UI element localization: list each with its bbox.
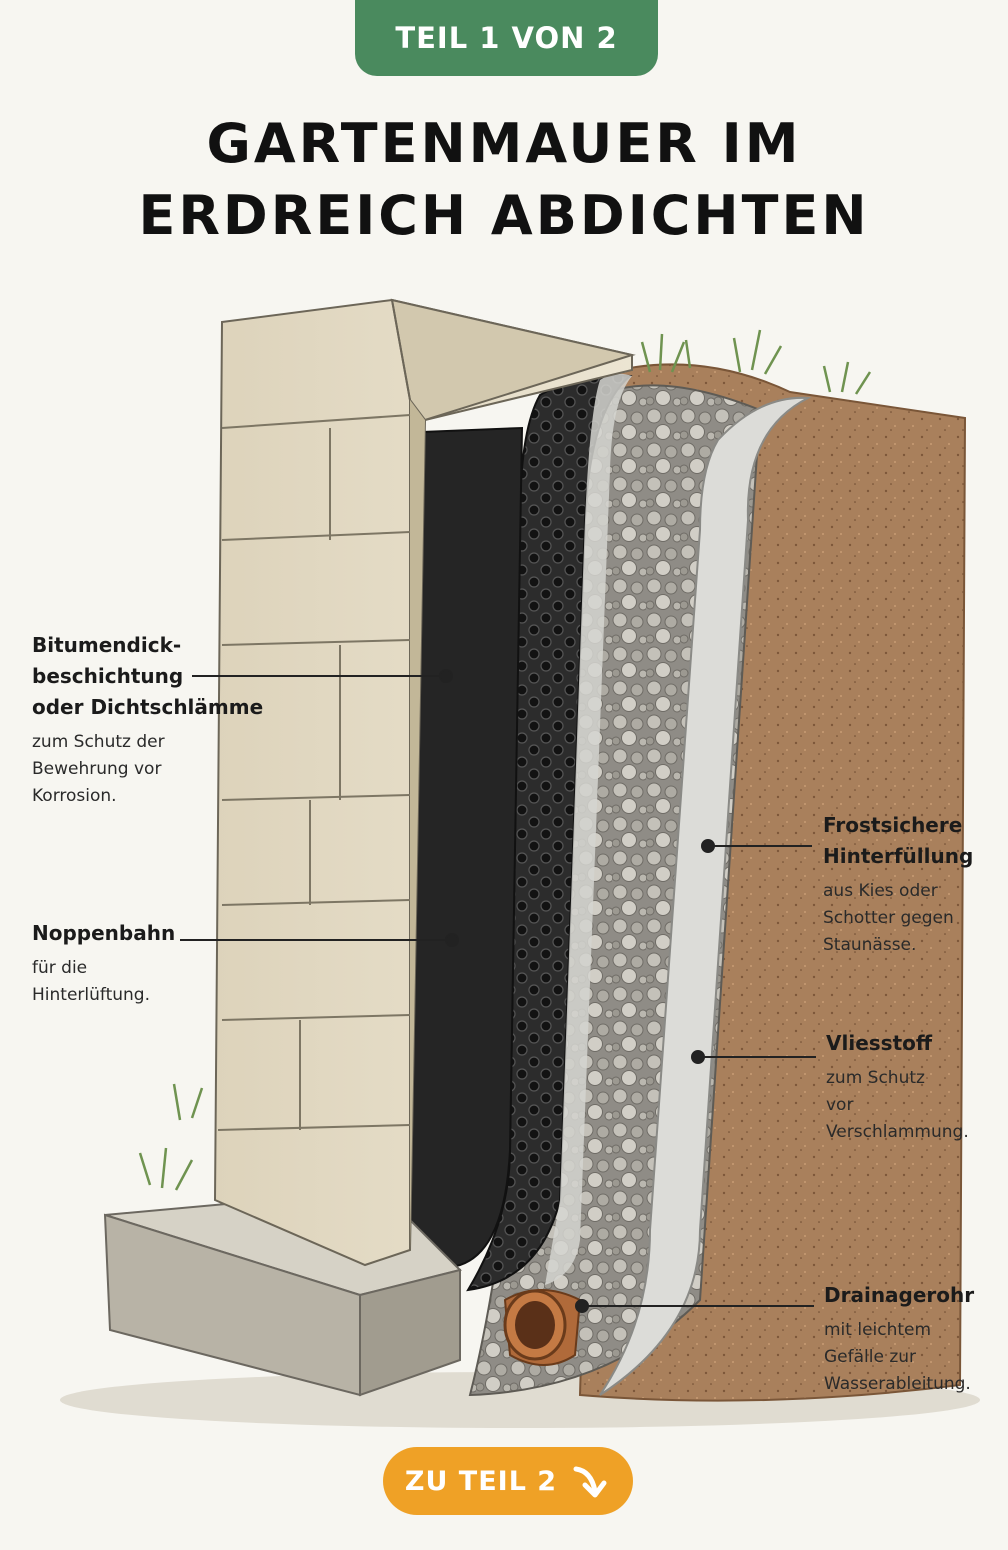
label-bitumen-coating: Bitumendick- beschichtung oder Dichtschl… [32, 630, 272, 810]
part-badge: TEIL 1 VON 2 [355, 0, 658, 76]
label-vlies-description: zum Schutz vor Verschlammung. [826, 1065, 996, 1146]
label-drainage-pipe: Drainagerohr mit leichtem Gefälle zur Wa… [824, 1280, 999, 1398]
title-line-1: GARTENMAUER IM [206, 112, 802, 175]
label-bitumen-heading-2: beschichtung [32, 664, 184, 688]
label-drain-desc-2: Gefälle zur [824, 1347, 917, 1367]
label-vlies-desc-1: zum Schutz [826, 1068, 925, 1088]
arrow-down-right-icon [573, 1466, 607, 1498]
label-drain-desc-3: Wasserableitung. [824, 1374, 971, 1394]
label-noppen-description: für die Hinterlüftung. [32, 955, 192, 1009]
label-noppen-desc-2: Hinterlüftung. [32, 985, 150, 1005]
label-drain-desc-1: mit leichtem [824, 1320, 932, 1340]
label-vlies-heading: Vliesstoff [826, 1031, 933, 1055]
label-frost-heading-2: Hinterfüllung [823, 844, 974, 868]
label-frost-desc-1: aus Kies oder [823, 881, 938, 901]
title-line-2: ERDREICH ABDICHTEN [138, 184, 870, 247]
drainage-pipe-icon [503, 1289, 582, 1366]
label-bitumen-description: zum Schutz der Bewehrung vor Korrosion. [32, 729, 272, 810]
label-vlies-desc-2: vor [826, 1095, 854, 1115]
label-bitumen-heading-1: Bitumendick- [32, 633, 182, 657]
label-frost-heading-1: Frostsichere [823, 813, 963, 837]
label-fleece: Vliesstoff zum Schutz vor Verschlammung. [826, 1028, 996, 1146]
next-part-button[interactable]: ZU TEIL 2 [383, 1447, 633, 1515]
label-vlies-desc-3: Verschlammung. [826, 1122, 969, 1142]
label-frost-desc-2: Schotter gegen [823, 908, 954, 928]
label-frost-desc-3: Staunässe. [823, 935, 917, 955]
label-bitumen-desc-2: Bewehrung vor [32, 759, 162, 779]
label-frost-backfill: Frostsichere Hinterfüllung aus Kies oder… [823, 810, 993, 959]
label-bitumen-desc-1: zum Schutz der [32, 732, 165, 752]
next-part-button-label: ZU TEIL 2 [404, 1465, 558, 1497]
label-bitumen-desc-3: Korrosion. [32, 786, 117, 806]
label-noppen-desc-1: für die [32, 958, 88, 978]
label-noppen-heading: Noppenbahn [32, 921, 176, 945]
part-badge-label: TEIL 1 VON 2 [395, 21, 618, 55]
label-drain-heading: Drainagerohr [824, 1283, 975, 1307]
label-drain-description: mit leichtem Gefälle zur Wasserableitung… [824, 1317, 999, 1398]
page-title: GARTENMAUER IM ERDREICH ABDICHTEN [0, 108, 1008, 252]
label-bitumen-heading-3: oder Dichtschlämme [32, 695, 264, 719]
label-dimple-sheet: Noppenbahn für die Hinterlüftung. [32, 918, 192, 1009]
label-frost-description: aus Kies oder Schotter gegen Staunässe. [823, 878, 993, 959]
